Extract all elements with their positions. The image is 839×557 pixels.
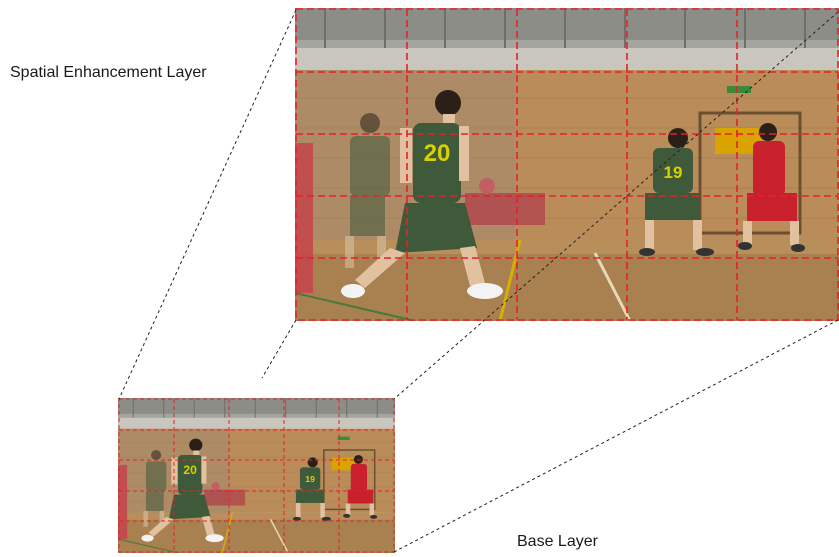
enhancement-layer-image xyxy=(295,8,839,321)
base-layer-label: Base Layer xyxy=(517,533,598,550)
projection-lines xyxy=(118,9,839,553)
base-layer-grid xyxy=(118,398,395,553)
base-layer-image xyxy=(118,398,395,553)
projection-line-bottom-right xyxy=(393,319,839,553)
enhancement-layer-grid xyxy=(295,8,839,321)
projection-line-bottom-left xyxy=(261,319,297,379)
enhancement-layer-label: Spatial Enhancement Layer xyxy=(10,64,207,81)
projection-line-top-right xyxy=(393,11,839,400)
projection-line-top-left xyxy=(118,9,297,400)
